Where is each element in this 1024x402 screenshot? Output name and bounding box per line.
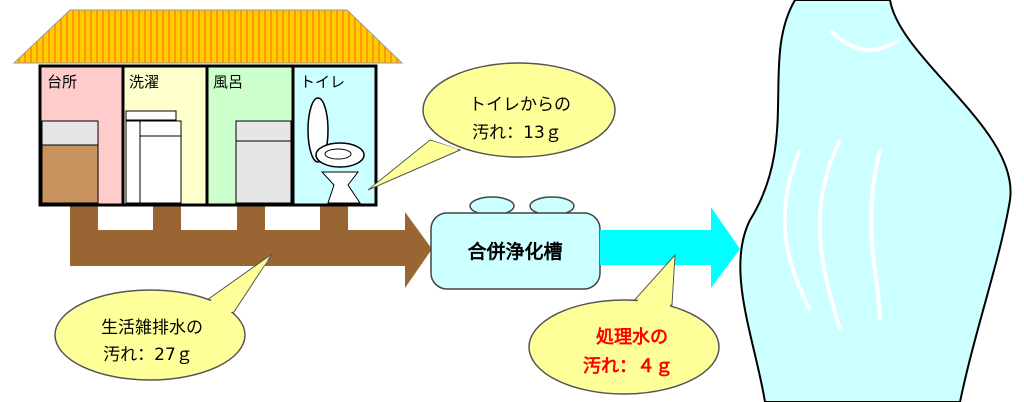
kitchen-sink — [41, 120, 99, 146]
septic-tank: 合併浄化槽 — [430, 196, 601, 290]
river — [739, 0, 1012, 402]
legs — [70, 205, 98, 231]
bubble-greywater-line1: 生活雑排水の — [101, 318, 203, 338]
bubble-treated-line2: 汚れ：４ｇ — [583, 356, 673, 377]
washing-machine — [125, 110, 177, 121]
bubble-greywater-line2: 汚れ：27ｇ — [103, 345, 193, 365]
bubble-toilet-line2: 汚れ：13ｇ — [472, 123, 562, 143]
drain-arrow — [70, 212, 432, 288]
room-label-toilet: トイレ — [300, 73, 345, 91]
bathtub — [235, 120, 292, 142]
house: 台所 洗濯 風呂 トイレ — [12, 9, 404, 231]
room-label-laundry: 洗濯 — [129, 73, 159, 91]
bubble-greywater: 生活雑排水の 汚れ：27ｇ — [54, 253, 273, 381]
bubble-treated-line1: 処理水の — [596, 326, 668, 348]
roof — [12, 9, 404, 64]
bubble-treated: 処理水の 汚れ：４ｇ — [528, 253, 720, 395]
room-label-bath: 風呂 — [213, 73, 243, 91]
bubble-toilet-line1: トイレからの — [469, 95, 571, 115]
outflow-arrow — [600, 207, 740, 288]
toilet-icon — [307, 97, 365, 204]
room-label-kitchen: 台所 — [47, 73, 77, 91]
tank-label: 合併浄化槽 — [467, 240, 562, 263]
bubble-toilet: トイレからの 汚れ：13ｇ — [367, 62, 616, 191]
